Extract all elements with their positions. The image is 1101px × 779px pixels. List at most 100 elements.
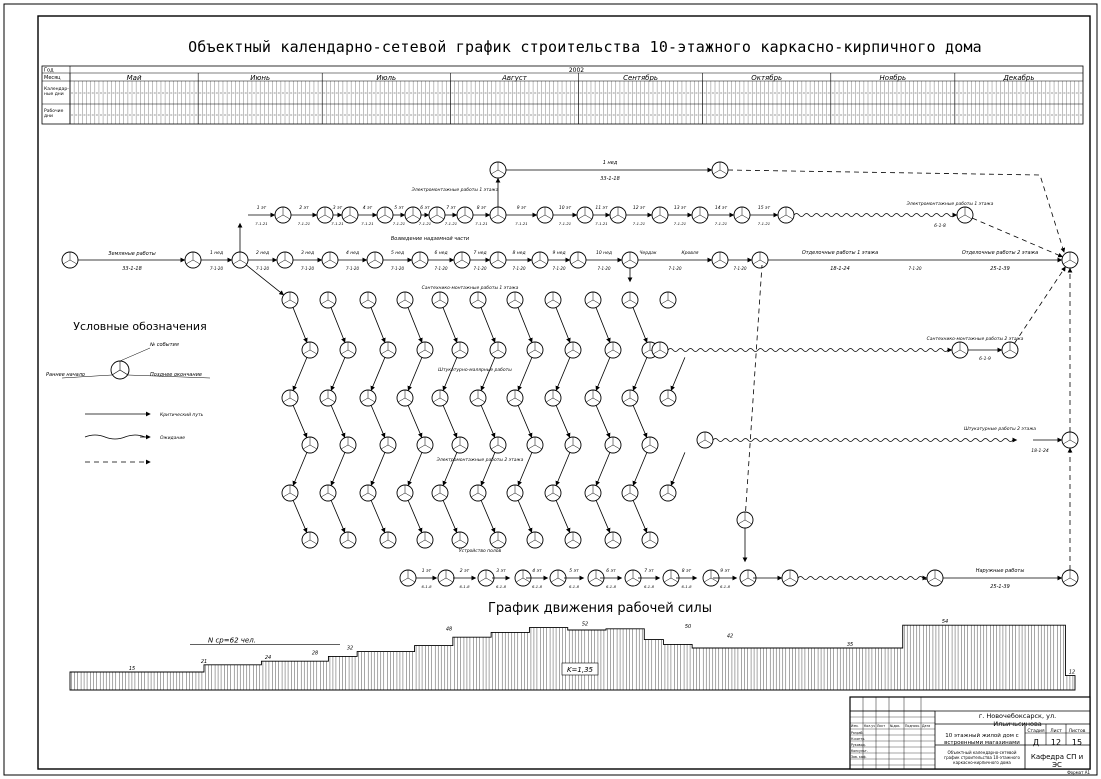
tb-department: Кафедра СП и ЭС xyxy=(1030,753,1084,769)
activity-arrow xyxy=(632,357,648,391)
activity-arrow xyxy=(442,452,458,486)
calendar-month-label: Май xyxy=(127,74,142,82)
histogram-coef-box xyxy=(561,662,599,676)
event-node-sector xyxy=(478,577,487,583)
event-node-sector xyxy=(436,214,445,220)
event-node-sector xyxy=(367,492,376,498)
legend-float-label: Ожидание xyxy=(160,435,185,441)
event-node-sector xyxy=(522,577,531,583)
event-node-sector xyxy=(737,519,746,525)
event-node-sector xyxy=(320,492,329,498)
event-node-sector xyxy=(470,492,479,498)
event-node-sector xyxy=(622,397,631,403)
activity-label: 3 эт xyxy=(333,205,343,211)
activity-label: 7-1-21 xyxy=(758,221,770,226)
event-node-sector xyxy=(497,349,506,355)
activity-arrow xyxy=(292,500,308,533)
histogram-avg-label: N ср=62 чел. xyxy=(208,636,256,644)
event-node-sector xyxy=(192,259,201,265)
activity-label: Электромонтажные работы 1 этажа xyxy=(906,201,994,207)
event-node-sector xyxy=(490,214,499,220)
activity-arrow xyxy=(370,357,386,391)
activity-label: 33-1-18 xyxy=(600,176,620,182)
activity-arrow xyxy=(245,264,284,296)
event-node-sector xyxy=(778,214,787,220)
event-node-sector xyxy=(617,214,626,220)
activity-arrow xyxy=(555,405,571,438)
activity-arrow xyxy=(370,500,386,533)
event-node-sector xyxy=(324,214,333,220)
activity-label: Сантехнико-монтажные работы 2 этажа xyxy=(927,336,1024,342)
activity-label: 15 эт xyxy=(758,205,771,211)
activity-label: 7-1-21 xyxy=(633,221,645,226)
event-node-sector xyxy=(577,259,586,265)
activity-label: 6-1-8 xyxy=(460,584,471,589)
calendar-month-label: Июль xyxy=(376,74,396,82)
calendar-year: 2002 xyxy=(569,67,584,74)
event-node-sector xyxy=(490,444,499,450)
activity-label: 7-1-20 xyxy=(597,266,611,271)
event-node-sector xyxy=(959,349,968,355)
event-node-sector xyxy=(367,259,376,265)
legend-leader xyxy=(127,374,211,379)
event-node-sector xyxy=(663,577,672,583)
tb-stage: Д xyxy=(1032,738,1040,747)
activity-label: 10 эт xyxy=(559,205,572,211)
event-node-sector xyxy=(595,577,604,583)
activity-arrow xyxy=(595,500,611,533)
activity-label: Штукатурные работы 2 этажа xyxy=(964,426,1036,432)
activity-arrow xyxy=(632,452,648,486)
event-node-sector xyxy=(384,214,393,220)
event-node-sector xyxy=(464,214,473,220)
event-node-sector xyxy=(360,299,369,305)
event-node-sector xyxy=(397,299,406,305)
event-node-sector xyxy=(322,259,331,265)
tb-header-cell: Изм. xyxy=(851,724,859,728)
event-node-sector xyxy=(642,444,651,450)
event-node-sector xyxy=(612,539,621,545)
event-node-sector xyxy=(610,214,619,220)
event-node-sector xyxy=(642,539,651,545)
activity-label: 6-1-8 xyxy=(422,584,433,589)
event-node-sector xyxy=(412,214,421,220)
tb-sheets-label: Листов xyxy=(1068,729,1086,734)
event-node-sector xyxy=(185,259,194,265)
histogram-value-label: 28 xyxy=(312,650,318,656)
event-node-sector xyxy=(439,492,448,498)
event-node-sector xyxy=(652,214,661,220)
event-node-sector xyxy=(605,444,614,450)
event-node-sector xyxy=(282,492,291,498)
activity-arrow xyxy=(330,500,346,533)
event-node-sector xyxy=(612,349,621,355)
event-node-sector xyxy=(622,259,631,265)
event-node-sector xyxy=(545,299,554,305)
event-node-sector xyxy=(537,214,546,220)
event-node-sector xyxy=(459,444,468,450)
event-node-sector xyxy=(952,349,961,355)
event-node-sector xyxy=(1009,349,1018,355)
activity-label: 9 эт xyxy=(517,205,527,211)
dependency-line xyxy=(744,264,763,521)
activity-label: 9 нед xyxy=(552,250,565,256)
activity-label: 5 эт xyxy=(569,568,579,574)
activity-label: 12 эт xyxy=(633,205,646,211)
tb-format: Формат А1 xyxy=(1067,770,1090,775)
event-node-sector xyxy=(342,214,351,220)
calendar-month-label: Декабрь xyxy=(1002,74,1034,82)
event-node-sector xyxy=(404,299,413,305)
legend-leader xyxy=(119,347,151,362)
activity-label: Возведение надземной части xyxy=(391,236,470,242)
event-node-sector xyxy=(552,492,561,498)
activity-arrow xyxy=(517,405,533,438)
event-node-sector xyxy=(380,349,389,355)
activity-label: 6-1-8 xyxy=(720,584,731,589)
calendar-month-label: Сентябрь xyxy=(623,74,658,82)
tb-role-cell: Н.контр. xyxy=(851,737,865,741)
event-node-sector xyxy=(62,259,71,265)
event-node-sector xyxy=(367,299,376,305)
event-node-sector xyxy=(660,397,669,403)
calendar-month-label: Ноябрь xyxy=(879,74,906,82)
event-node-sector xyxy=(957,214,966,220)
activity-label: 8 эт xyxy=(477,205,487,211)
